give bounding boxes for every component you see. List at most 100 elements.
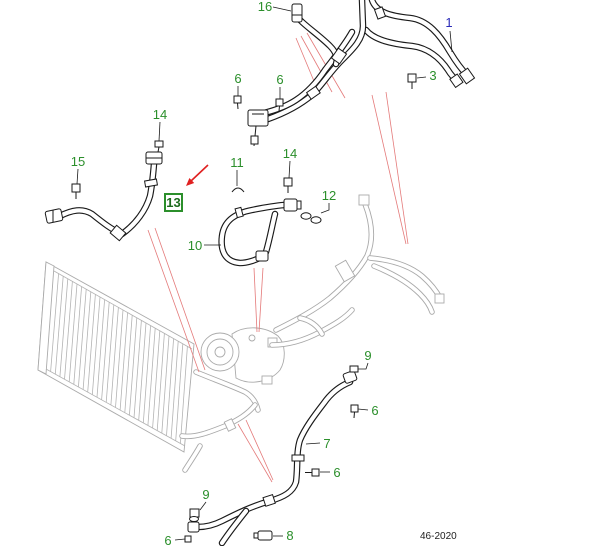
- hose-7[interactable]: [187, 370, 358, 543]
- callout-7[interactable]: 7: [323, 436, 330, 451]
- bolt-6-head: [184, 535, 192, 543]
- hose-10-nut[interactable]: [296, 200, 302, 210]
- red-leader-line: [237, 423, 273, 483]
- compressor-bolt: [248, 334, 256, 342]
- callout-6[interactable]: 6: [276, 72, 283, 87]
- context-lines: [180, 194, 445, 472]
- pointer-arrow-shaft: [190, 164, 209, 182]
- hose-10-clamp[interactable]: [234, 206, 244, 219]
- leader-7: [305, 442, 321, 445]
- hose-7-clamp[interactable]: [291, 454, 305, 462]
- context-evaporator-line-2-core: [372, 264, 434, 314]
- callout-13-selected[interactable]: 13: [166, 195, 180, 210]
- callout-9[interactable]: 9: [202, 487, 209, 502]
- context-condenser-outlet: [182, 405, 255, 436]
- leader-9: [199, 501, 207, 511]
- callout-6[interactable]: 6: [164, 533, 171, 546]
- hose-13-end-fitting[interactable]: [44, 208, 64, 224]
- bolt-icon: [283, 177, 293, 193]
- bolt-icon: [275, 98, 284, 112]
- callout-14[interactable]: 14: [283, 146, 297, 161]
- bolt-6-head: [275, 98, 284, 107]
- valve-port: [250, 135, 259, 145]
- figure-code: 46-2020: [420, 531, 457, 542]
- upper-line-assembly: [233, 0, 476, 147]
- callout-11[interactable]: 11: [230, 155, 244, 170]
- leader-1: [449, 30, 453, 53]
- hose-10[interactable]: [222, 198, 302, 263]
- hose-10-upper-fitting[interactable]: [283, 198, 298, 212]
- red-leader-line: [258, 267, 264, 333]
- leader-16: [272, 6, 292, 12]
- callout-1[interactable]: 1: [445, 15, 452, 30]
- hose-13-bend-fitting[interactable]: [109, 224, 127, 242]
- callouts: 16 1 3 6 6 14 15 11 14 12 13 10 9 6 7 6 …: [71, 0, 453, 546]
- leader-3: [416, 76, 427, 79]
- valve-block: [247, 109, 269, 127]
- bolt-6-head: [350, 404, 359, 413]
- bolt-6-head: [311, 468, 320, 477]
- callout-10[interactable]: 10: [188, 238, 202, 253]
- fitting-16: [291, 3, 303, 23]
- o-ring-12: [310, 216, 322, 224]
- hose-13[interactable]: [44, 151, 163, 242]
- bolt-3-head: [407, 73, 417, 83]
- compressor-body: [231, 327, 285, 383]
- hose-7-end-fitting[interactable]: [187, 521, 200, 533]
- pressure-sensor-8: [253, 530, 273, 541]
- clip-11: [231, 187, 245, 193]
- hose-7-top-cap[interactable]: [342, 370, 358, 384]
- bolt-icon: [71, 183, 81, 199]
- bolt-icon: [184, 535, 192, 543]
- context-fitting-top: [358, 194, 370, 206]
- hose-10-lower-fitting[interactable]: [255, 250, 269, 262]
- hose-13-bracket[interactable]: [143, 178, 159, 188]
- upper-clamp: [373, 6, 387, 20]
- compressor-mount-lug: [261, 375, 273, 385]
- bolt-icon: [233, 95, 242, 110]
- fitting-9-upper: [349, 365, 359, 373]
- callout-15[interactable]: 15: [71, 154, 85, 169]
- callout-3[interactable]: 3: [429, 68, 436, 83]
- leader-14: [158, 121, 161, 142]
- leader-15: [76, 168, 79, 185]
- red-leader-lines: [147, 32, 409, 483]
- bolt-icon: [407, 73, 417, 89]
- sensor-cap: [253, 532, 259, 539]
- red-leader-line: [371, 94, 407, 245]
- o-ring-12: [300, 212, 312, 220]
- red-leader-line: [253, 267, 258, 333]
- hose-7-outline[interactable]: [198, 382, 350, 527]
- bolt-icon: [350, 404, 359, 419]
- callout-16[interactable]: 16: [258, 0, 272, 14]
- compressor: [200, 327, 285, 385]
- red-leader-line: [154, 227, 206, 371]
- leader-6: [357, 408, 369, 411]
- callout-12[interactable]: 12: [322, 188, 336, 203]
- context-condenser-outlet-core: [180, 403, 257, 439]
- leader-6: [174, 538, 186, 541]
- context-fitting-right: [434, 293, 445, 304]
- hose-7-mid-fitting[interactable]: [262, 494, 276, 507]
- context-suction-line: [276, 204, 371, 330]
- bolt-6-shank: [353, 411, 355, 419]
- bolt-icon: [154, 140, 164, 153]
- callout-6[interactable]: 6: [234, 71, 241, 86]
- end-cap-1: [458, 67, 476, 85]
- callout-8[interactable]: 8: [286, 528, 293, 543]
- condenser-side-tank: [37, 261, 55, 375]
- bolt-15-head: [71, 183, 81, 193]
- upper-hose-1-core: [372, 0, 468, 76]
- hose-13-core[interactable]: [60, 164, 154, 234]
- callout-9[interactable]: 9: [364, 348, 371, 363]
- context-evaporator-line-core: [368, 256, 442, 300]
- callout-6[interactable]: 6: [371, 403, 378, 418]
- bolt-14-head: [283, 177, 293, 187]
- callout-14[interactable]: 14: [153, 107, 167, 122]
- context-evaporator-line-2: [374, 266, 432, 312]
- line-bracket: [305, 85, 321, 100]
- callout-6[interactable]: 6: [333, 465, 340, 480]
- pointer-arrow-head: [186, 178, 195, 186]
- context-condenser-drain-core: [183, 444, 202, 472]
